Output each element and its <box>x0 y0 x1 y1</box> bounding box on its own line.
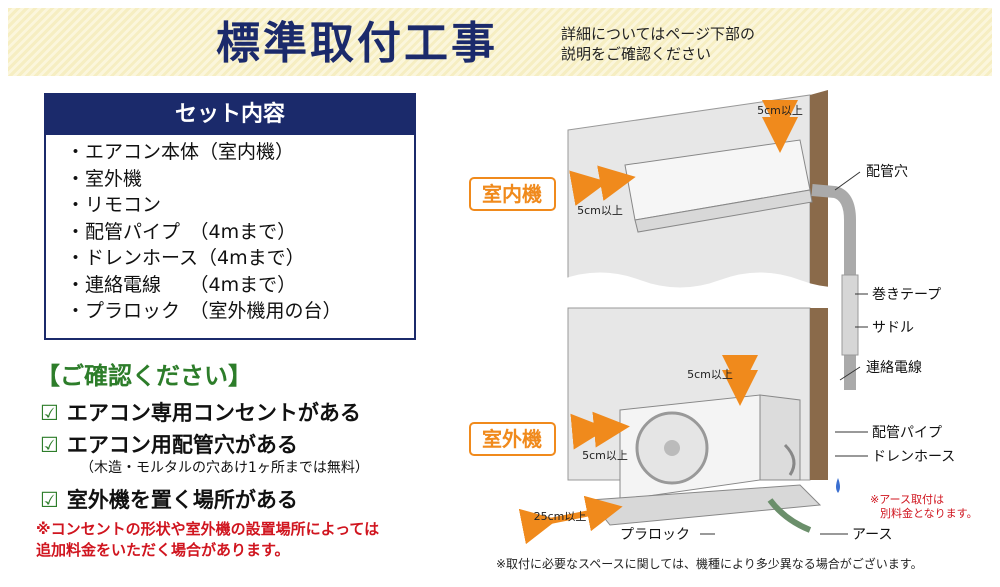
earth-wire <box>767 498 812 533</box>
list-item: ・プラロック （室外機用の台） <box>66 300 342 322</box>
footnote: ※取付に必要なスペースに関しては、機種により多少異なる場合がございます。 <box>496 557 923 571</box>
clearance-label: 5cm以上 <box>582 449 628 462</box>
clearance-label: 25cm以上 <box>534 510 587 523</box>
list-item: ・連絡電線 （4mまで） <box>66 273 297 296</box>
warning-line1: ※コンセントの形状や室外機の設置場所によっては <box>36 520 380 538</box>
callout-lines <box>700 171 868 535</box>
list-item: ・ドレンホース（4mまで） <box>66 247 305 269</box>
callout-drain-hose: ドレンホース <box>872 449 955 465</box>
wrap-tape-section <box>841 274 859 356</box>
checkbox-icon: ☑ <box>40 488 59 512</box>
check-item-label: エアコン専用コンセントがある <box>66 401 361 425</box>
callout-earth: アース <box>852 527 892 543</box>
drain-drop-icon <box>836 478 840 493</box>
outdoor-label: 室外機 <box>482 427 542 451</box>
clearance-label: 5cm以上 <box>577 204 623 217</box>
earth-note-line1: ※アース取付は <box>870 493 944 506</box>
check-item-outlet: ☑ エアコン専用コンセントがある <box>40 397 361 427</box>
banner-note: 詳細についてはページ下部の 説明をご確認ください <box>561 24 755 64</box>
list-item: ・室外機 <box>66 167 143 190</box>
clearance-label: 5cm以上 <box>687 368 733 381</box>
check-item-label: 室外機を置く場所がある <box>66 488 298 512</box>
callout-pipe: 配管パイプ <box>872 425 942 441</box>
clearance-label: 5cm以上 <box>757 104 803 117</box>
checkbox-icon: ☑ <box>40 401 59 425</box>
set-contents-heading: セット内容 <box>46 95 414 135</box>
list-item: ・配管パイプ （4mまで） <box>66 220 297 243</box>
pipe-coil <box>783 443 796 476</box>
callout-pipe-hole: 配管穴 <box>866 164 908 180</box>
check-item-label: エアコン用配管穴がある <box>66 433 298 457</box>
installation-diagram: 室内機 5cm以上 5cm以上 室外機 5cm以上 5cm以上 25cm以上 配… <box>469 90 978 545</box>
wall-break <box>560 272 880 313</box>
set-contents-list: ・エアコン本体（室内機） ・室外機 ・リモコン ・配管パイプ （4mまで） ・ド… <box>46 135 414 325</box>
list-item: ・エアコン本体（室内機） <box>66 141 295 163</box>
check-item-pipe-hole: ☑ エアコン用配管穴がある <box>40 429 298 459</box>
list-item: ・リモコン <box>66 194 162 216</box>
indoor-label-box <box>469 177 556 211</box>
callout-connection-wire: 連絡電線 <box>866 360 922 376</box>
warning-line2: 追加料金をいただく場合があります。 <box>36 541 290 559</box>
indoor-label: 室内機 <box>482 182 542 206</box>
callout-wrap-tape: 巻きテープ <box>872 287 941 303</box>
check-item-outdoor-space: ☑ 室外機を置く場所がある <box>40 484 298 514</box>
outdoor-label-box <box>469 422 556 456</box>
set-contents-box: セット内容 ・エアコン本体（室内機） ・室外機 ・リモコン ・配管パイプ （4m… <box>44 93 416 340</box>
banner-note-line2: 説明をご確認ください <box>561 45 712 63</box>
wall-edge-lower <box>810 308 828 480</box>
outdoor-unit <box>619 394 801 501</box>
pipe-run <box>811 184 856 390</box>
confirm-heading: 【ご確認ください】 <box>36 362 252 390</box>
clearance-arrow <box>569 165 636 206</box>
clearance-arrow <box>518 495 623 545</box>
callout-saddle: サドル <box>872 320 914 336</box>
callout-plalock: プラロック <box>620 527 690 543</box>
clearance-arrow <box>570 411 630 450</box>
earth-note-line2: 別料金となります。 <box>880 506 978 520</box>
indoor-unit <box>624 139 813 233</box>
title-banner: 標準取付工事 詳細についてはページ下部の 説明をご確認ください <box>8 8 992 76</box>
check-item-sub-note: （木造・モルタルの穴あけ1ヶ所までは無料） <box>80 460 369 476</box>
banner-note-line1: 詳細についてはページ下部の <box>561 25 755 43</box>
page-title: 標準取付工事 <box>216 18 498 69</box>
warning-note: ※コンセントの形状や室外機の設置場所によっては 追加料金をいただく場合があります… <box>36 519 379 561</box>
checkbox-icon: ☑ <box>40 433 59 457</box>
